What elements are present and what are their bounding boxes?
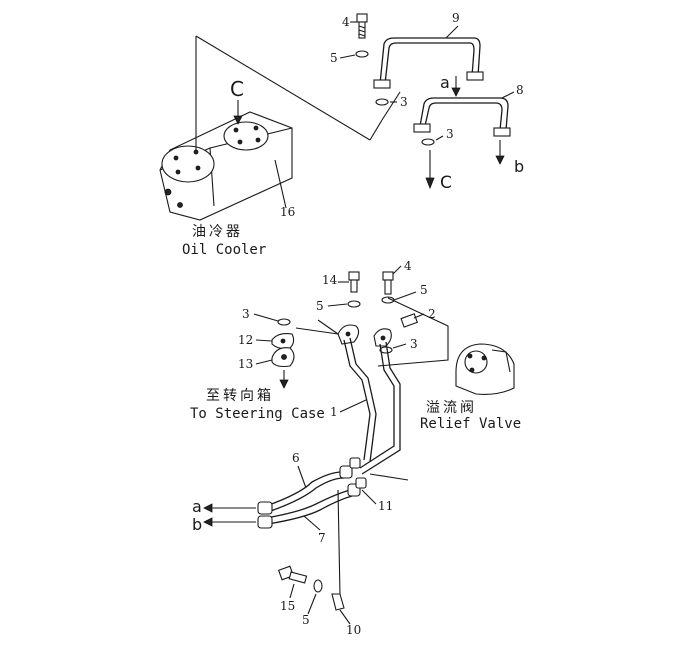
part-15-label: 15 [280,599,295,613]
oil-cooler-en-label: Oil Cooler [182,242,266,258]
part-5-low2-label: 5 [420,283,428,297]
part-11-label: 11 [378,499,393,513]
washer-5-top [355,50,369,58]
part-2-label: 2 [428,307,436,321]
part-9-label: 9 [452,11,460,25]
part-5-low1-label: 5 [316,299,324,313]
part-13-label: 13 [238,357,253,371]
oring-3-right [379,346,393,354]
callout-a-left: a [192,497,202,516]
bolt-4-top [356,13,368,39]
hose-7 [265,489,353,525]
part-16-label: 16 [280,205,295,219]
oring-3-left [277,318,291,326]
relief-valve [455,343,515,395]
callout-b-left: b [192,515,202,534]
pipe-9 [373,37,484,89]
part-12-label: 12 [238,333,253,347]
part-3-top1-label: 3 [400,95,408,109]
hose-end-b [257,515,273,529]
part-3-right-label: 3 [410,337,418,351]
hose-6 [265,471,345,513]
steering-en-label: To Steering Case [190,406,325,422]
bolt-15 [277,565,308,584]
part-4-low-label: 4 [404,259,412,273]
pipe-1 [343,337,401,475]
fitting-2 [400,313,418,328]
callout-c-top: C [230,77,244,101]
washer-5-bottom [313,579,323,593]
bolt-14 [348,271,360,293]
part-10-label: 10 [346,623,361,637]
callout-a-top: a [440,73,450,92]
part-6-label: 6 [292,451,300,465]
relief-valve-cn-label: 溢流阀 [426,400,477,416]
clamp-10 [331,593,345,611]
pipe-8 [413,97,511,137]
callout-b-top: b [514,157,524,176]
steering-cn-label: 至转向箱 [206,388,274,404]
relief-valve-en-label: Relief Valve [420,416,521,432]
part-3-left-label: 3 [242,307,250,321]
washer-5-low1 [347,300,361,308]
part-8-label: 8 [516,83,524,97]
hose-end-a [257,501,273,515]
oring-3-top1 [375,98,389,106]
bolt-4-low [382,271,394,295]
oil-cooler [159,111,293,221]
part-3-top2-label: 3 [446,127,454,141]
part-1-label: 1 [330,405,338,419]
part-7-label: 7 [318,531,326,545]
part-5-bottom-label: 5 [302,613,310,627]
oil-cooler-cn-label: 油冷器 [192,224,243,240]
callout-c-out: C [440,173,452,193]
part-5-top-label: 5 [330,51,338,65]
part-4-top-label: 4 [342,15,350,29]
part-14-label: 14 [322,273,338,287]
oring-3-top2 [421,138,435,146]
